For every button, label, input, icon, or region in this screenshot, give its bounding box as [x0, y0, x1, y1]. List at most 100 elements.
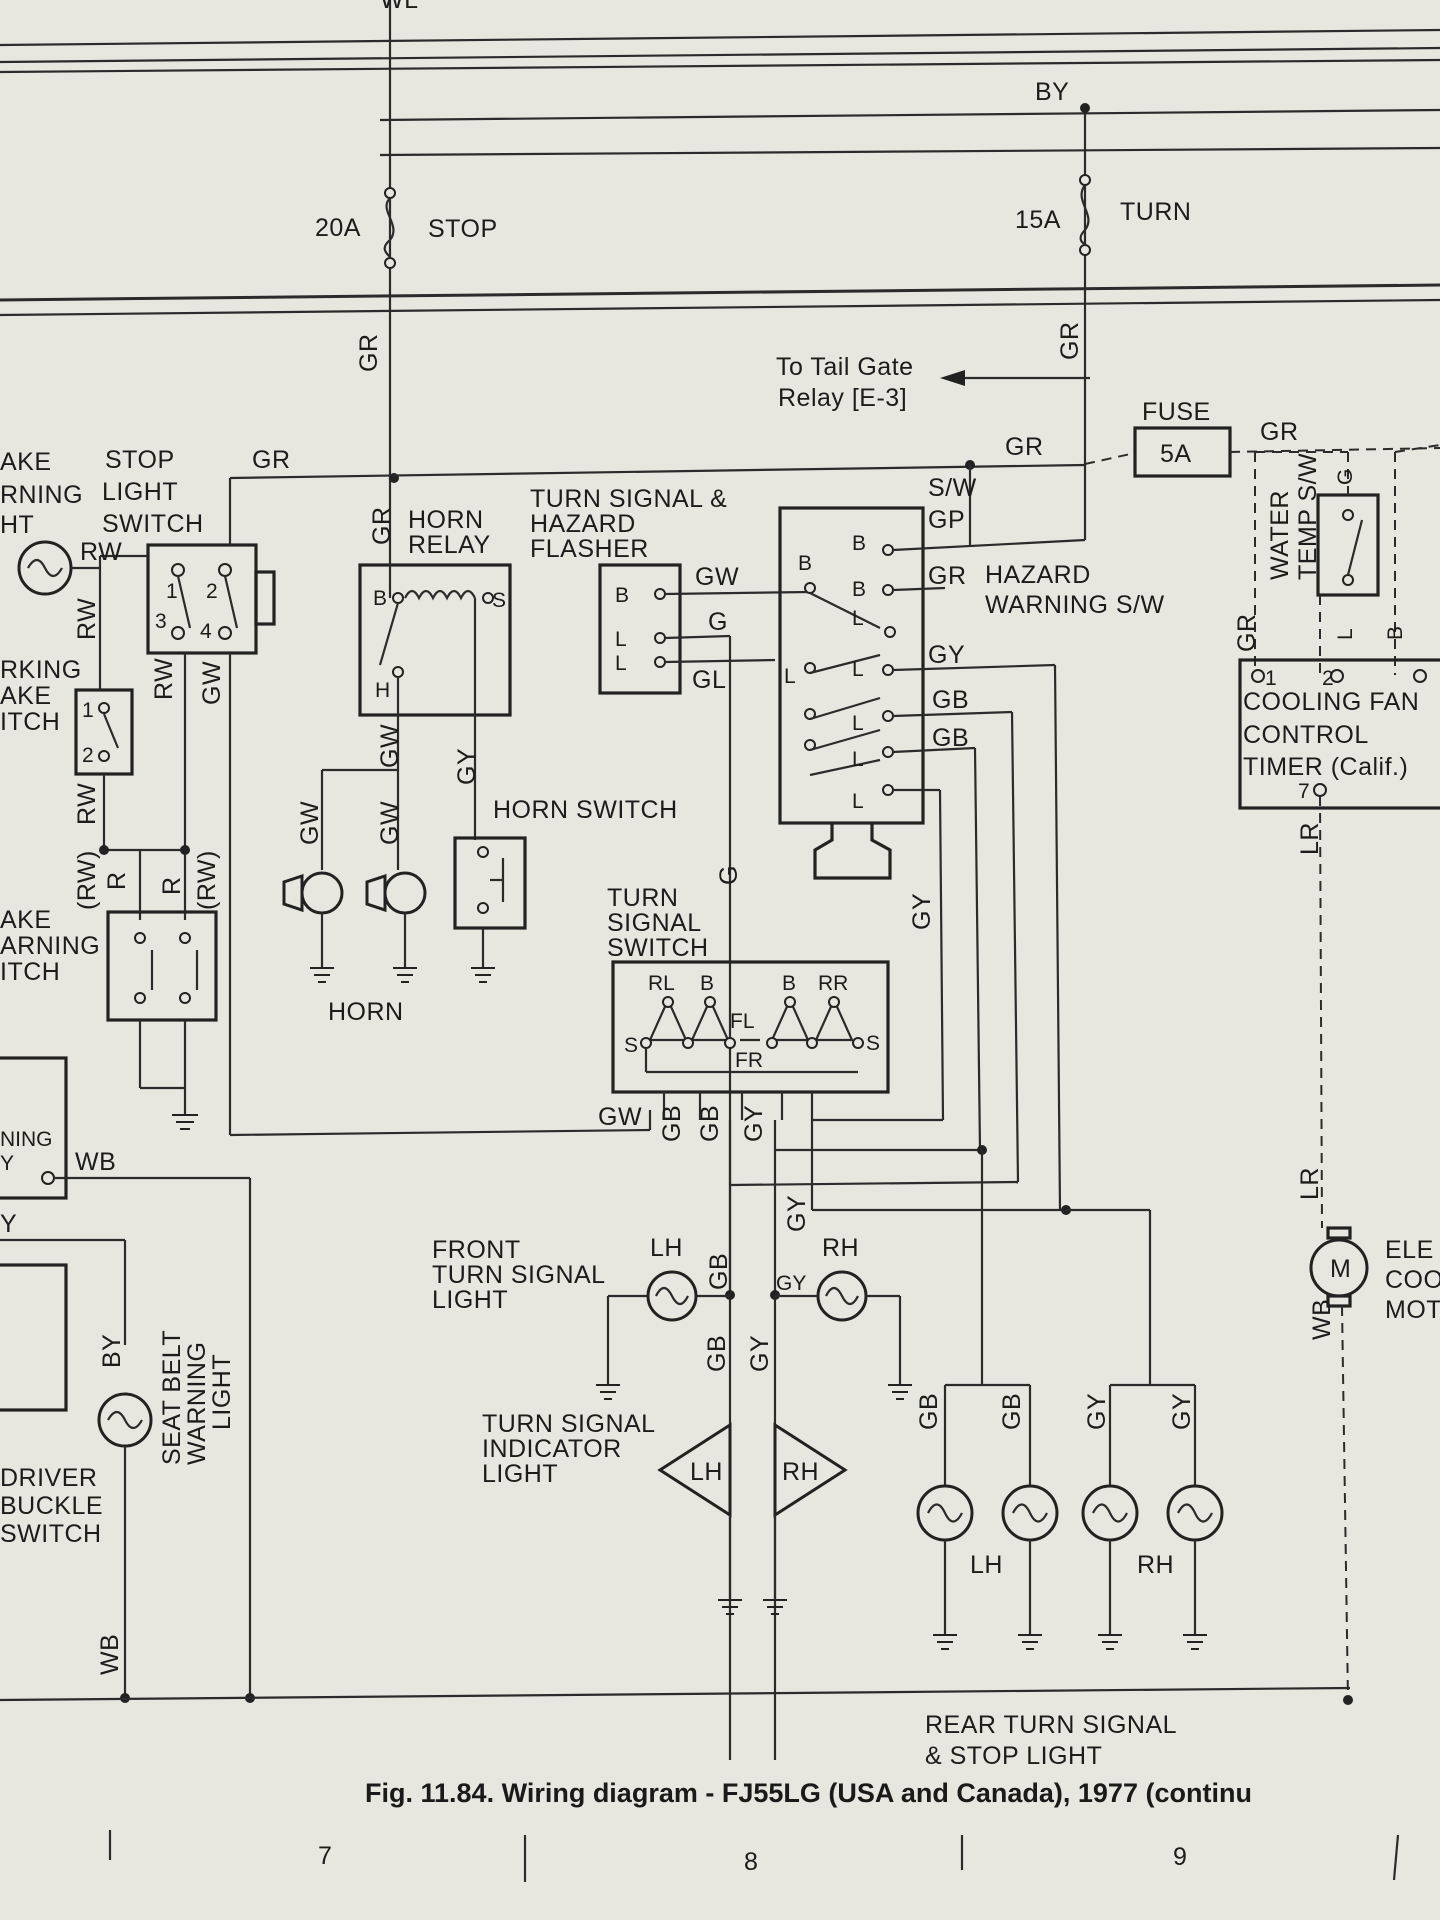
label-flasher-gw: GW	[695, 563, 739, 591]
turn-fuse-circuit	[940, 103, 1091, 540]
label-r-1: R	[103, 871, 131, 890]
label-stop-sw-2: LIGHT	[102, 478, 178, 506]
label-term-4: 4	[200, 620, 212, 643]
label-front-gy: GY	[776, 1272, 806, 1295]
label-fuse-20a: 20A	[315, 214, 361, 242]
label-hazard-b1: B	[852, 532, 866, 555]
label-gr-left: GR	[252, 446, 291, 474]
label-ts-b1: B	[700, 972, 714, 995]
label-c2: 2	[1322, 667, 1334, 690]
label-gr-stop: GR	[355, 334, 383, 373]
label-lr-2: LR	[1296, 1167, 1324, 1200]
label-turn: TURN	[1120, 198, 1191, 226]
label-driver-3: SWITCH	[0, 1520, 102, 1548]
label-horn-relay-1: HORN	[408, 506, 484, 534]
label-brake-sw-3: ITCH	[0, 958, 60, 986]
label-relay-h: H	[375, 679, 390, 702]
label-horn-relay-2: RELAY	[408, 531, 491, 559]
turn-signal-indicator-lights	[657, 1422, 848, 1615]
label-wb-2: WB	[96, 1634, 124, 1675]
label-ele-2: COO	[1385, 1266, 1440, 1294]
label-rw-1: RW	[80, 538, 122, 566]
label-turn-switch-3: SWITCH	[607, 934, 709, 962]
label-flasher-2: HAZARD	[530, 510, 636, 538]
label-flasher-3: FLASHER	[530, 535, 649, 563]
label-hazard-l5: L	[852, 790, 864, 813]
label-hazard-gb-1: GB	[932, 686, 969, 714]
water-temp-switch	[1254, 444, 1440, 675]
label-gw-horn-2: GW	[376, 801, 404, 845]
label-warning-sw: WARNING S/W	[985, 591, 1165, 619]
label-water-l: L	[1334, 628, 1357, 640]
horn-assembly	[282, 768, 427, 983]
label-flasher-gl: GL	[692, 666, 726, 694]
label-gr-horn-relay: GR	[368, 507, 396, 546]
label-stop-sw-1: STOP	[105, 446, 175, 474]
label-ts-rl: RL	[648, 972, 675, 995]
label-fuse-5a: 5A	[1160, 440, 1192, 468]
label-pterm-2: 2	[82, 744, 94, 767]
label-y: Y	[0, 1210, 17, 1238]
label-parking-3: ITCH	[0, 708, 60, 736]
label-indicator-3: LIGHT	[482, 1460, 558, 1488]
label-rw-paren-1: (RW)	[73, 850, 101, 910]
label-flasher-1: TURN SIGNAL &	[530, 485, 727, 513]
label-ts-s2: S	[866, 1032, 880, 1055]
label-seat-belt-2: WARNING	[183, 1342, 211, 1465]
label-turn-switch-2: SIGNAL	[607, 909, 702, 937]
label-temp-sw: TEMP S/W	[1294, 453, 1322, 580]
label-gr-right: GR	[1260, 418, 1299, 446]
label-hazard-l2b: L	[852, 658, 864, 681]
label-ts-gy: GY	[740, 1105, 768, 1142]
label-brake-2: RNING	[0, 481, 83, 509]
label-ts-gb-2: GB	[696, 1105, 724, 1142]
label-water: WATER	[1266, 490, 1294, 580]
label-gw-horn-1: GW	[296, 801, 324, 845]
label-motor-m: M	[1330, 1255, 1351, 1283]
label-hazard-gy: GY	[928, 641, 965, 669]
label-gy-horn-relay: GY	[453, 748, 481, 785]
label-front-1: FRONT	[432, 1236, 521, 1264]
label-rear-1: REAR TURN SIGNAL	[925, 1711, 1177, 1739]
label-driver-1: DRIVER	[0, 1464, 97, 1492]
label-water-g: G	[1334, 469, 1357, 485]
label-rear-lh: LH	[970, 1551, 1003, 1579]
label-stop-sw-3: SWITCH	[102, 510, 204, 538]
label-lr-1: LR	[1296, 822, 1324, 855]
label-by-top: BY	[1035, 78, 1069, 106]
label-indicator-2: INDICATOR	[482, 1435, 622, 1463]
label-term-3: 3	[155, 610, 167, 633]
label-flasher-b: B	[615, 584, 629, 607]
label-ts-fr: FR	[735, 1049, 763, 1072]
label-rear-gb-2: GB	[998, 1393, 1026, 1430]
seat-belt-warning-light	[0, 1392, 1351, 1703]
top-bus-lines	[0, 28, 1440, 317]
label-rw-2: RW	[73, 598, 101, 640]
label-relay-s: S	[492, 589, 506, 612]
label-hazard-l1: L	[784, 665, 796, 688]
label-stop: STOP	[428, 215, 498, 243]
label-pterm-1: 1	[82, 699, 94, 722]
label-col-8: 8	[744, 1848, 758, 1876]
label-gb-ind: GB	[703, 1335, 731, 1372]
label-hazard-gb-2: GB	[932, 724, 969, 752]
label-rw-paren-2: (RW)	[193, 850, 221, 910]
label-fuse: FUSE	[1142, 398, 1211, 426]
horn-relay	[358, 478, 512, 840]
label-brake-sw-2: ARNING	[0, 932, 100, 960]
label-ele-3: MOT	[1385, 1296, 1440, 1324]
label-hazard-l2: L	[852, 607, 864, 630]
label-front-lh: LH	[650, 1234, 683, 1262]
label-rw-3: RW	[150, 658, 178, 700]
label-front-2: TURN SIGNAL	[432, 1261, 606, 1289]
label-to-tail-gate: To Tail Gate	[776, 353, 914, 381]
electric-cooling-fan-motor	[1309, 1226, 1369, 1705]
label-gy-ind: GY	[746, 1335, 774, 1372]
label-by-seatbelt: BY	[98, 1334, 126, 1368]
label-hazard-b2: B	[852, 578, 866, 601]
label-term-1: 1	[166, 580, 178, 603]
arrow-icon	[940, 370, 965, 386]
label-col-9: 9	[1173, 1843, 1187, 1871]
